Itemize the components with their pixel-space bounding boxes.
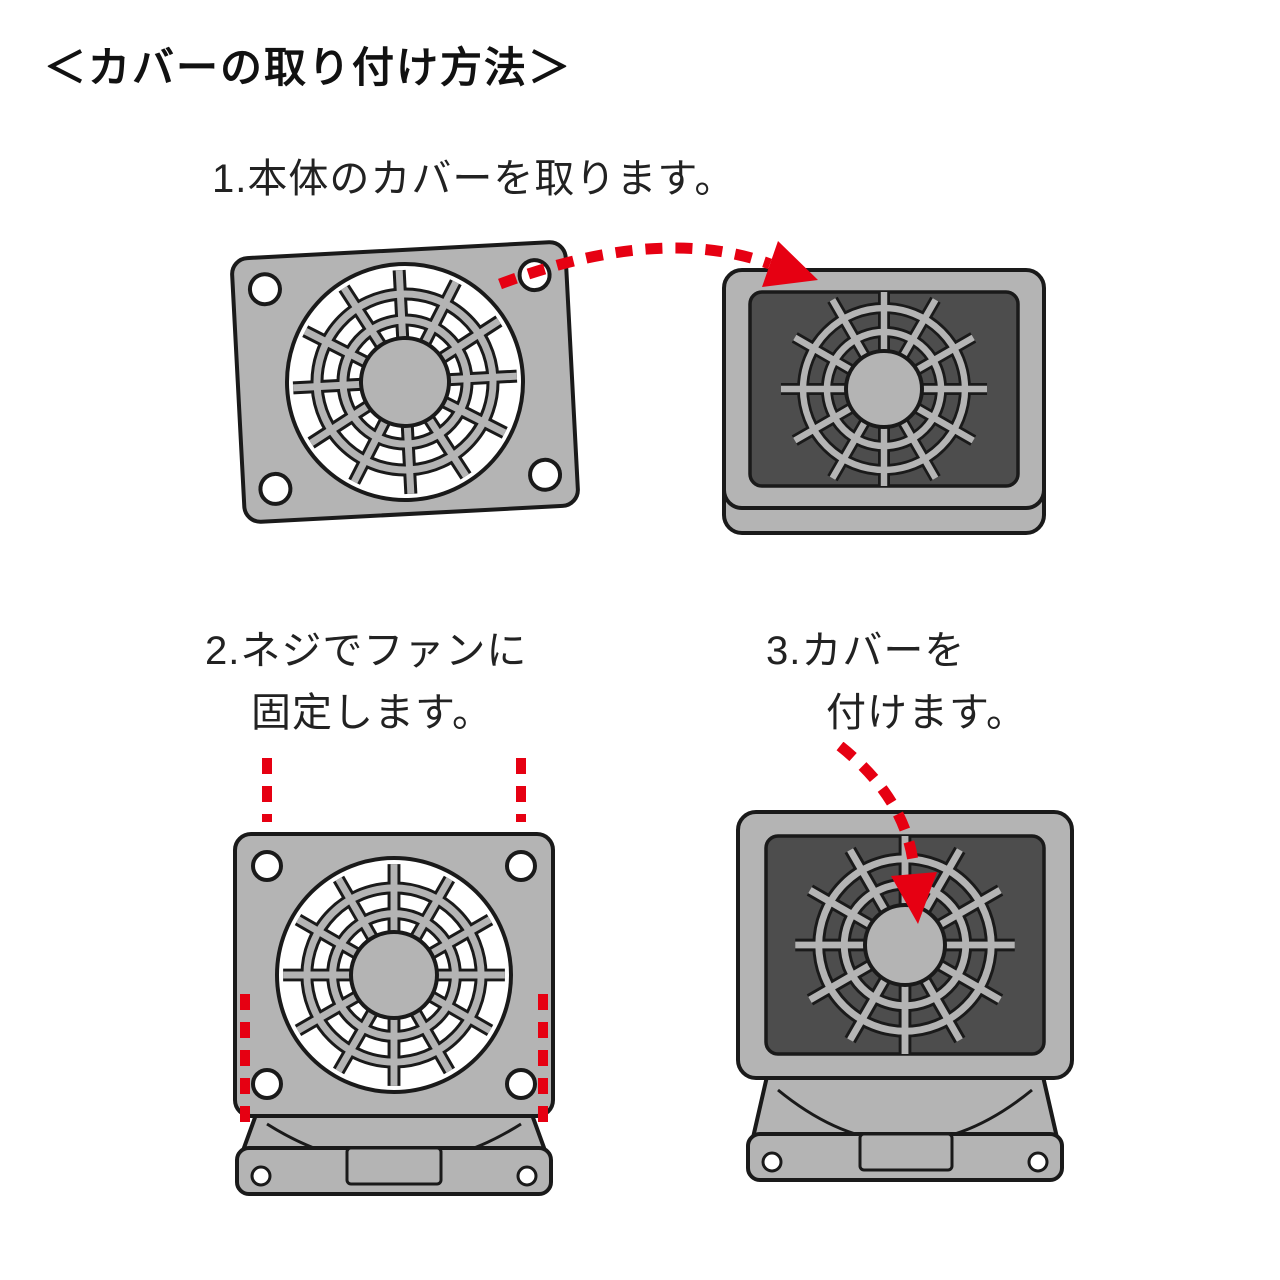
fan-flange-notch xyxy=(858,1132,954,1172)
screw-hole-icon xyxy=(528,457,563,492)
fan-hub xyxy=(863,903,947,987)
arrowhead-icon xyxy=(762,241,818,287)
remove-cover-arrow xyxy=(498,241,818,290)
arrow-dashed-path xyxy=(498,242,772,290)
screw-hole-icon xyxy=(251,1068,283,1100)
fan-side xyxy=(749,1070,1061,1144)
step-2-text-line1: 2.ネジでファンに xyxy=(205,629,528,673)
step-1-text: 1.本体のカバーを取ります。 xyxy=(212,157,736,201)
fan-hub xyxy=(844,349,924,429)
arrow-dashed-path xyxy=(836,742,920,871)
flange-hole-icon xyxy=(250,1165,272,1187)
cover-hub xyxy=(349,930,439,1020)
flange-hole-icon xyxy=(761,1151,783,1173)
step-2-label: 2.ネジでファンに 固定します。 xyxy=(205,620,527,744)
fan-flange-notch xyxy=(345,1146,443,1186)
screw-fixing-illustration xyxy=(233,758,555,1196)
screw-hole-icon xyxy=(251,850,283,882)
cover-hub xyxy=(359,336,451,428)
flange-hole-icon xyxy=(516,1165,538,1187)
screw-guide-lines xyxy=(240,758,548,1124)
page-title: ＜カバーの取り付け方法＞ xyxy=(44,44,573,91)
step-3-label: 3.カバーを 付けます。 xyxy=(766,620,1027,744)
screw-hole-icon xyxy=(258,471,293,506)
screw-hole-icon xyxy=(505,1068,537,1100)
fan-cover-illustration xyxy=(230,240,580,524)
step-2-text-line2: 固定します。 xyxy=(251,691,493,735)
step-3-text-line1: 3.カバーを xyxy=(766,629,966,673)
step-1-label: 1.本体のカバーを取ります。 xyxy=(212,148,735,210)
arrowhead-icon xyxy=(891,872,937,924)
step-3-text-line2: 付けます。 xyxy=(826,691,1027,735)
attach-cover-illustration xyxy=(736,742,1074,1182)
flange-hole-icon xyxy=(1027,1151,1049,1173)
screw-hole-icon xyxy=(247,272,282,307)
fan-body-illustration xyxy=(722,268,1046,535)
attach-arrow xyxy=(836,742,937,924)
screw-hole-icon xyxy=(505,850,537,882)
